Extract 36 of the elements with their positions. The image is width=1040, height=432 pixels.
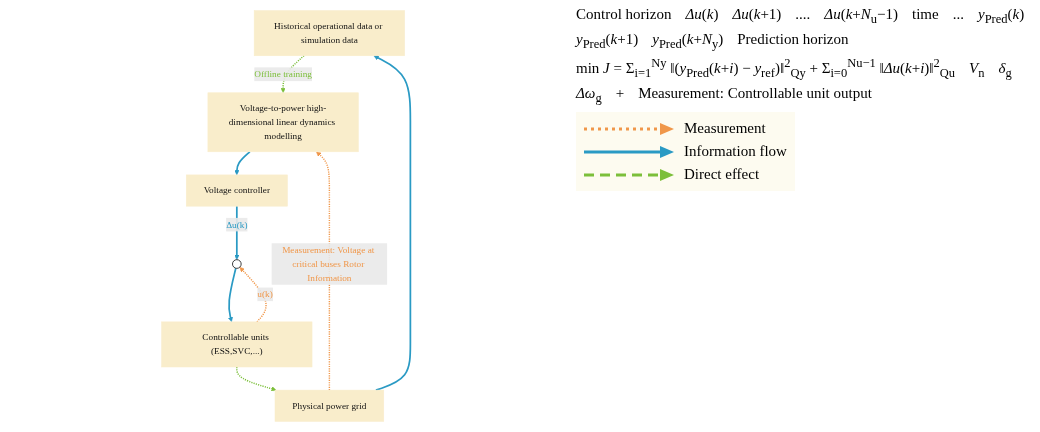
math-label: y$_{Pred}$(k+1) xyxy=(576,31,639,52)
math-label: + xyxy=(615,85,625,102)
edge-label: Offline training xyxy=(254,69,312,79)
arrow xyxy=(373,55,412,391)
math-label: δ$_{g}$ xyxy=(998,60,1012,81)
math-label: ... xyxy=(952,6,964,23)
math-label: Control horizon xyxy=(576,6,672,23)
node-circle xyxy=(232,259,242,269)
node-box: Voltage-to-power high-dimensional linear dynamics modelling xyxy=(207,92,359,153)
math-label: Δω$_{g}$ xyxy=(576,85,602,106)
legend-text: Measurement xyxy=(684,120,766,137)
arrow xyxy=(228,267,237,323)
math-label: .... xyxy=(795,6,811,23)
arrow xyxy=(234,150,251,176)
node-box: Voltage controller xyxy=(186,174,288,207)
arrow xyxy=(236,366,277,392)
math-label: time xyxy=(912,6,939,23)
math-label: Δu(k+1) xyxy=(732,6,782,23)
node-box: Controllable units (ESS,SVC,...) xyxy=(161,321,313,368)
edge-label: Δu(k) xyxy=(226,219,248,230)
legend-text: Information flow xyxy=(684,143,787,160)
arrow xyxy=(239,266,267,323)
math-label: y$_{Pred}$(k) xyxy=(977,6,1025,27)
node-box: Historical operational data or simulation data xyxy=(253,10,405,57)
arrow xyxy=(280,55,305,93)
math-label: Measurement: Controllable unit output xyxy=(638,85,872,102)
legend-text: Direct effect xyxy=(684,166,760,183)
math-label: Prediction horizon xyxy=(737,31,849,48)
math-label: Δu(k+N$_{u}$−1) xyxy=(824,6,899,27)
arrow xyxy=(234,205,240,260)
edge-label: Measurement: Voltage at critical buses Rotor Information xyxy=(282,244,375,283)
math-label: V$_{n}$ xyxy=(969,60,985,81)
node-box: Physical power grid xyxy=(274,389,385,422)
math-label: Δu(k) xyxy=(685,6,719,23)
math-label: y$_{Pred}$(k+N$_{y}$) xyxy=(652,31,724,52)
edge-label: u(k) xyxy=(257,289,273,299)
